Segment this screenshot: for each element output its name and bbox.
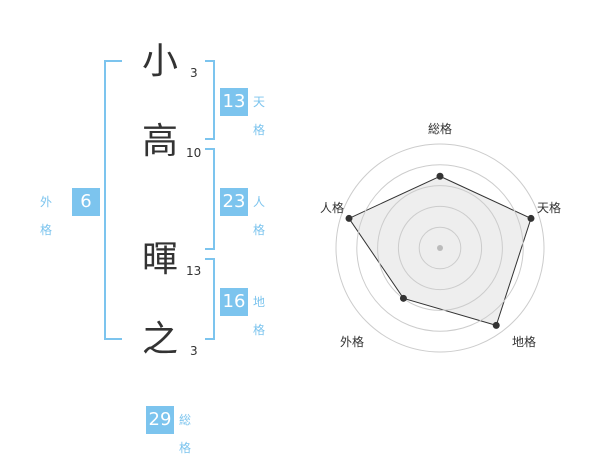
chikaku-badge: 16	[220, 288, 248, 316]
name-char-3: 暉	[141, 239, 178, 280]
name-char-4: 之	[141, 319, 178, 360]
soukaku-badge: 29	[146, 406, 174, 434]
radar-grid-ring-3	[377, 185, 503, 311]
radar-point-1	[436, 172, 444, 180]
jinkaku-badge: 23	[220, 188, 248, 216]
chikaku-label: 地格	[253, 295, 266, 337]
jinkaku-bracket	[205, 148, 215, 250]
tenkaku-label: 天格	[253, 95, 266, 137]
radar-point-5	[345, 214, 353, 222]
radar-grid-ring-2	[397, 205, 483, 291]
stroke-count-3: 13	[186, 264, 202, 278]
radar-axis-label-5: 人格	[320, 200, 344, 215]
radar-center-dot	[437, 245, 443, 251]
radar-point-2	[527, 214, 535, 222]
radar-grid-ring-1	[418, 226, 462, 270]
radar-axis-label-4: 外格	[340, 334, 364, 349]
radar-point-3	[492, 321, 500, 329]
name-char-2: 高	[141, 121, 178, 162]
radar-axis-label-1: 総格	[428, 121, 452, 136]
radar-grid-ring-4	[356, 164, 524, 332]
radar-axis-label-2: 天格	[537, 200, 561, 215]
stroke-count-4: 3	[190, 344, 198, 358]
gaikaku-label: 外格	[40, 195, 53, 237]
radar-point-4	[399, 294, 407, 302]
radar-axis-label-3: 地格	[512, 334, 536, 349]
stroke-count-1: 3	[190, 66, 198, 80]
tenkaku-bracket	[205, 60, 215, 140]
gaikaku-bracket	[104, 60, 122, 340]
jinkaku-label: 人格	[253, 195, 266, 237]
chikaku-bracket	[205, 258, 215, 340]
soukaku-label: 総格	[179, 413, 192, 455]
gaikaku-badge: 6	[72, 188, 100, 216]
name-char-1: 小	[141, 41, 178, 82]
stroke-count-2: 10	[186, 146, 202, 160]
tenkaku-badge: 13	[220, 88, 248, 116]
